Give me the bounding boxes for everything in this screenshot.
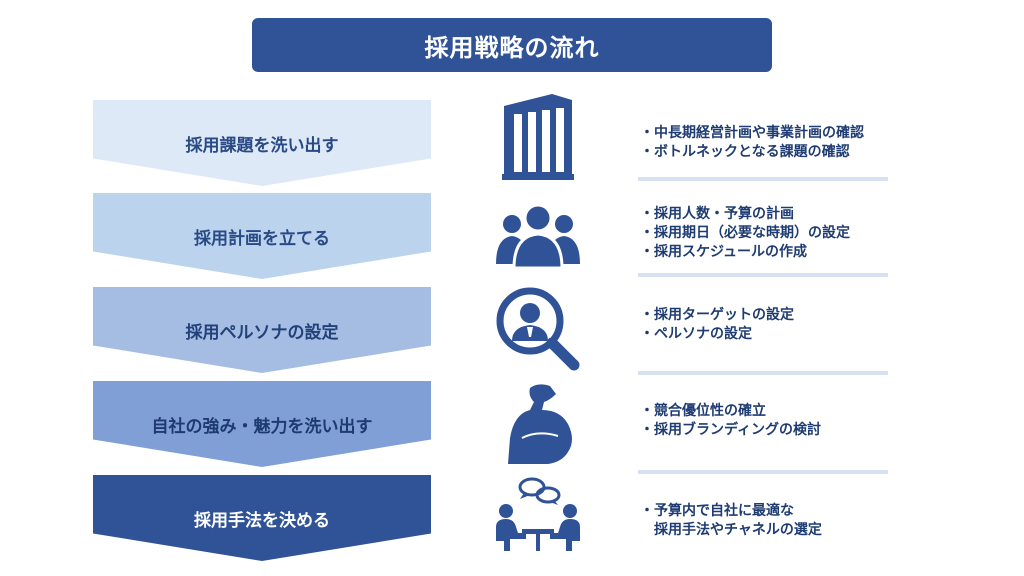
step-3-label: 採用ペルソナの設定	[185, 322, 339, 343]
step-2-chevron: 採用計画を立てる	[93, 193, 431, 279]
page-title: 採用戦略の流れ	[252, 18, 772, 72]
step-3-description: ・採用ターゲットの設定 ・ペルソナの設定	[640, 300, 900, 350]
people-group-icon	[488, 190, 588, 280]
building-icon	[488, 92, 588, 182]
step-4-chevron: 自社の強み・魅力を洗い出す	[93, 381, 431, 467]
step-2-description: ・採用人数・予算の計画 ・採用期日（必要な時期）の設定 ・採用スケジュールの作成	[640, 200, 900, 266]
step-1-label: 採用課題を洗い出す	[185, 135, 339, 156]
step-3-line-2: ・ペルソナの設定	[640, 326, 752, 342]
step-3-line-1: ・採用ターゲットの設定	[640, 307, 794, 323]
divider-2	[638, 273, 888, 277]
step-2-line-2: ・採用期日（必要な時期）の設定	[640, 224, 850, 241]
divider-4	[638, 470, 888, 474]
step-2-line-3: ・採用スケジュールの作成	[640, 243, 808, 260]
divider-3	[638, 371, 888, 375]
step-2-label: 採用計画を立てる	[194, 228, 330, 249]
step-1-line-2: ・ボトルネックとなる課題の確認	[640, 144, 850, 160]
magnifier-person-icon	[488, 283, 588, 373]
step-1-chevron: 採用課題を洗い出す	[93, 100, 431, 186]
step-1-description: ・中長期経営計画や事業計画の確認 ・ボトルネックとなる課題の確認	[640, 110, 900, 176]
meeting-icon	[488, 470, 588, 560]
step-5-line-1: ・予算内で自社に最適な	[640, 503, 794, 519]
step-4-line-2: ・採用ブランディングの検討	[640, 422, 822, 438]
flexed-arm-icon	[488, 377, 588, 467]
step-5-chevron: 採用手法を決める	[93, 475, 431, 561]
step-5-line-2: 採用手法やチャネルの選定	[640, 522, 822, 538]
step-4-label: 自社の強み・魅力を洗い出す	[151, 416, 373, 437]
divider-1	[638, 177, 888, 181]
step-4-description: ・競合優位性の確立 ・採用ブランディングの検討	[640, 396, 900, 446]
step-2-line-1: ・採用人数・予算の計画	[640, 205, 794, 222]
step-5-label: 採用手法を決める	[194, 510, 330, 531]
step-5-description: ・予算内で自社に最適な 採用手法やチャネルの選定	[640, 496, 900, 546]
step-4-line-1: ・競合優位性の確立	[640, 403, 766, 419]
step-3-chevron: 採用ペルソナの設定	[93, 287, 431, 373]
step-1-line-1: ・中長期経営計画や事業計画の確認	[640, 125, 864, 141]
